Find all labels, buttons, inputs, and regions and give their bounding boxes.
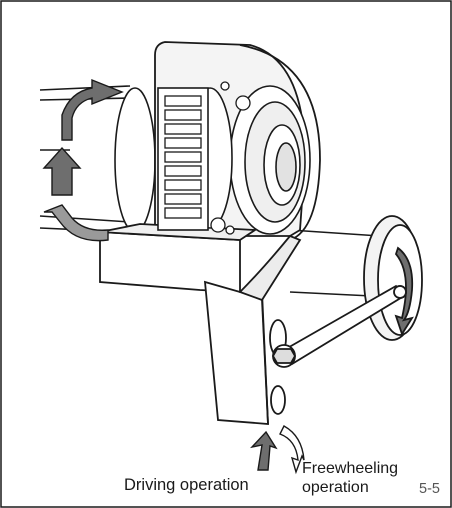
freewheeling-line1: Freewheeling [302,460,399,477]
connecting-rod [271,284,407,368]
swing-arrow-icon [250,425,305,475]
rear-shaft [289,229,381,297]
freewheeling-line2: operation [302,479,369,496]
freewheeling-operation-label: Freewheeling operation [302,459,422,497]
sprag-elements [164,95,202,219]
bearing-balls [210,81,251,235]
hand-wheel [363,215,423,341]
driving-operation-label: Driving operation [124,476,249,494]
lever-arm [203,234,302,425]
curved-arrow-icon [42,78,124,242]
figure-number: 5-5 [419,481,440,497]
shaft-collar [114,87,156,233]
